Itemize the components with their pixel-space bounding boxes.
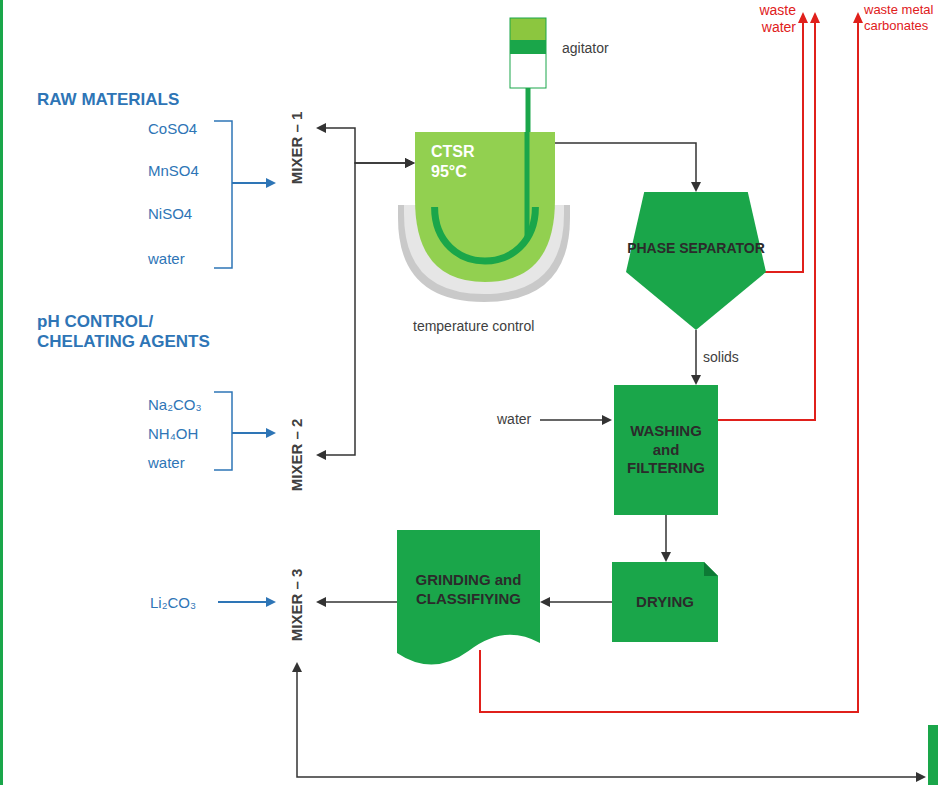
feed-line	[232, 432, 267, 434]
separator-body	[626, 192, 766, 330]
flow-arrow	[316, 597, 397, 607]
arrow-head	[292, 662, 302, 672]
arrow-head	[266, 428, 276, 438]
flow-arrow	[555, 143, 701, 192]
input-label: Li₂CO₃	[150, 594, 196, 612]
flow-arrow	[316, 123, 415, 168]
flow-arrow	[540, 597, 612, 607]
arrow-head	[316, 597, 326, 607]
input-label: Na₂CO₃	[148, 396, 202, 414]
agitator-motor	[510, 18, 546, 40]
input-bracket	[214, 121, 232, 268]
mixer-label: MIXER – 3	[278, 550, 316, 660]
box-body	[614, 385, 718, 515]
mixer-name: MIXER – 2	[288, 419, 307, 492]
flow-arrow	[661, 515, 671, 562]
agitator-motor	[510, 54, 546, 88]
flow-line	[326, 163, 405, 455]
box-fold	[704, 562, 718, 576]
arrow-head	[691, 375, 701, 385]
node-text: WASHING and FILTERING	[620, 422, 712, 478]
input-label: water	[148, 454, 185, 472]
input-label: NiSO4	[148, 205, 192, 223]
mixer-label: MIXER – 2	[278, 400, 316, 510]
flow-line	[326, 601, 397, 603]
arrow-head	[853, 12, 863, 23]
flow-arrow	[691, 330, 701, 385]
input-label: temperature control	[413, 318, 534, 335]
node-text: CTSR 95°C	[431, 142, 491, 182]
arrow-head	[266, 178, 276, 188]
node-outline	[626, 192, 766, 330]
arrow-head	[316, 123, 326, 133]
agitator-shaft	[526, 88, 531, 134]
section-heading: RAW MATERIALS	[37, 90, 179, 110]
flow-line	[665, 515, 667, 552]
document-box: GRINDING and CLASSIFIYING	[397, 530, 540, 665]
process-box: DRYING	[612, 562, 718, 642]
input-label: water	[497, 411, 531, 428]
separator-shape: PHASE SEPARATOR	[626, 192, 766, 330]
mixer-name: MIXER – 3	[288, 569, 307, 642]
process-box: WASHING and FILTERING	[614, 385, 718, 515]
reactor-vessel: CTSR 95°C	[415, 132, 555, 282]
feed-line	[218, 601, 267, 603]
edge-label: solids	[703, 349, 739, 366]
feed-line	[232, 182, 267, 184]
section-heading: pH CONTROL/ CHELATING AGENTS	[37, 312, 212, 353]
arrow-head	[602, 415, 612, 425]
node-text: GRINDING and CLASSIFIYING	[403, 571, 534, 609]
input-label: agitator	[562, 40, 609, 57]
vessel-body	[415, 132, 555, 282]
corner-bar	[928, 725, 938, 785]
return-line	[297, 672, 916, 777]
waste-label: waste metal carbonates	[864, 2, 934, 33]
arrow-head	[266, 597, 276, 607]
flow-line	[695, 330, 697, 375]
arrow-head	[405, 158, 415, 168]
box-body	[397, 530, 540, 665]
arrow-head	[316, 450, 326, 460]
feed-line	[540, 419, 604, 421]
agitator-motor	[510, 40, 546, 54]
arrow-head	[405, 158, 415, 168]
mixer-label: MIXER – 1	[278, 95, 316, 200]
flow-line	[550, 601, 612, 603]
side-bar	[0, 0, 3, 785]
flow-line	[326, 128, 405, 163]
arrow-head	[540, 597, 550, 607]
agitator-outline	[510, 18, 546, 88]
flow-arrow	[316, 158, 415, 460]
agitator-shaft	[525, 132, 530, 240]
arrow-head	[661, 552, 671, 562]
input-label: water	[148, 250, 185, 268]
input-label: CoSO4	[148, 120, 197, 138]
arrow-head	[916, 772, 926, 782]
arrow-head	[810, 12, 820, 23]
flow-line	[555, 143, 696, 182]
arrow-head	[798, 12, 808, 23]
input-bracket	[214, 392, 232, 470]
box-body	[612, 562, 718, 642]
arrow-head	[691, 182, 701, 192]
input-label: MnSO4	[148, 162, 199, 180]
mixer-name: MIXER – 1	[288, 111, 307, 184]
waste-label: waste water	[748, 2, 796, 36]
node-text: DRYING	[636, 593, 694, 612]
agitator-impeller	[435, 207, 536, 261]
input-label: NH₄OH	[148, 425, 198, 443]
node-text: PHASE SEPARATOR	[627, 240, 765, 258]
